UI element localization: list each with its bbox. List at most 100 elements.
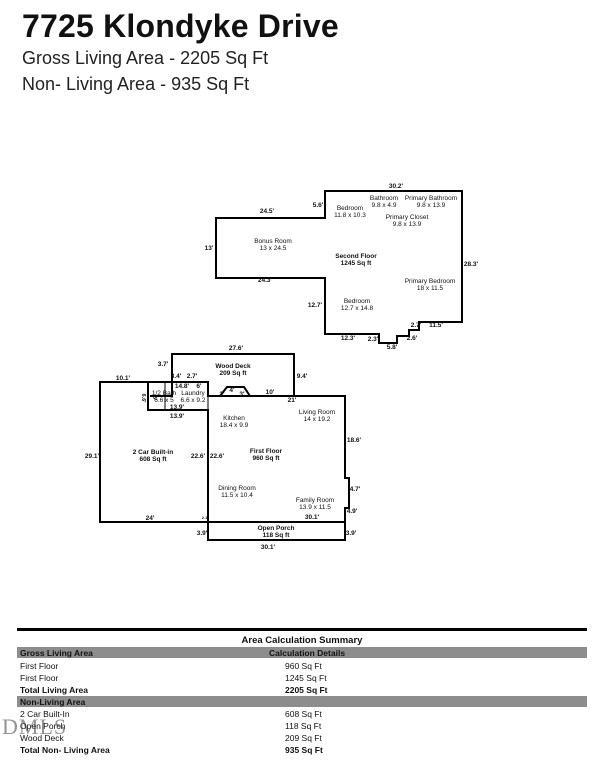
dim-label: 21': [288, 397, 297, 404]
room-bedroom-name: Bedroom: [337, 205, 363, 212]
dim-label: 4': [229, 387, 235, 394]
porch-area: 118 Sq ft: [263, 532, 291, 539]
wood-deck-area: 209 Sq ft: [219, 370, 247, 377]
dim-label: 2.1': [202, 515, 209, 520]
total-label: Total Living Area: [20, 685, 89, 695]
dim-label: 22.6': [210, 453, 225, 460]
dim-label: 24.5': [260, 208, 275, 215]
row-value: 209 Sq Ft: [285, 733, 322, 743]
first-floor-area: 960 Sq ft: [252, 455, 280, 462]
row-label: First Floor: [20, 661, 59, 671]
nla-header-row: Non-Living Area: [17, 696, 587, 707]
dim-label: 29.1': [85, 453, 100, 460]
first-floor-title: First Floor: [250, 448, 283, 455]
row-label: 2 Car Built-In: [20, 709, 70, 719]
room-primary-closet-name: Primary Closet: [386, 214, 429, 221]
watermark-logo: DMLS: [2, 714, 68, 739]
room-primary-bedroom-dims: 18 x 11.5: [417, 285, 444, 292]
nla-header: Non-Living Area: [20, 697, 86, 707]
room-kitchen-name: Kitchen: [223, 415, 245, 422]
dim-label: 24': [146, 515, 155, 522]
second-floor-title: Second Floor: [335, 253, 377, 260]
dim-label: 12.7': [308, 302, 323, 309]
porch-title: Open Porch: [258, 525, 295, 532]
table-row: Total Living Area 2205 Sq Ft: [17, 684, 587, 696]
room-bedroom2-name: Bedroom: [344, 298, 370, 305]
row-value: 1245 Sq Ft: [285, 673, 327, 683]
second-floor-outline: [215, 190, 463, 344]
dim-label: 6': [196, 383, 202, 390]
dim-label: 13': [205, 245, 214, 252]
row-value: 960 Sq Ft: [285, 661, 322, 671]
dim-label: 2.7': [187, 373, 198, 380]
dim-label: 30.2': [389, 183, 404, 190]
room-half-bath-dims: 6.6 x 5: [154, 397, 174, 404]
dim-label: 28.3': [464, 261, 479, 268]
table-row: First Floor 1245 Sq Ft: [17, 672, 587, 684]
row-value: 118 Sq Ft: [285, 721, 322, 731]
table-row: Open Porch 118 Sq Ft: [17, 720, 587, 732]
area-summary-table: Area Calculation Summary Gross Living Ar…: [17, 628, 587, 756]
dim-label: 30.1': [305, 514, 320, 521]
dim-label: 14.8': [175, 383, 190, 390]
dim-label: 12.3': [341, 335, 356, 342]
room-primary-closet-dims: 9.8 x 13.9: [393, 221, 422, 228]
dim-label: 13.9': [170, 404, 185, 411]
room-bedroom-dims: 11.8 x 10.3: [334, 212, 366, 219]
room-bonus-dims: 13 x 24.5: [260, 245, 287, 252]
room-bedroom2-dims: 12.7 x 14.8: [341, 305, 374, 312]
second-floor-area: 1245 Sq ft: [341, 260, 373, 267]
dim-label: 24.3': [258, 277, 273, 284]
wood-deck-title: Wood Deck: [215, 363, 251, 370]
room-primary-bedroom-name: Primary Bedroom: [405, 278, 456, 285]
floor-plan: Bathroom 9.8 x 4.9 Primary Bathroom 9.8 …: [85, 183, 479, 551]
table-row: Wood Deck 209 Sq Ft: [17, 732, 587, 744]
dim-label: 2.6': [407, 335, 418, 342]
room-primary-bathroom-name: Primary Bathroom: [405, 195, 457, 202]
row-label: Wood Deck: [20, 733, 64, 743]
total-label: Total Non- Living Area: [20, 745, 110, 755]
room-family-dims: 13.9 x 11.5: [299, 504, 331, 511]
dim-label: 3': [239, 391, 245, 398]
room-living-dims: 14 x 19.2: [304, 416, 331, 423]
open-porch-outline: [207, 521, 346, 541]
row-label: Open Porch: [20, 721, 66, 731]
dim-label: 9.4': [297, 373, 308, 380]
dim-label: 18.6': [347, 437, 362, 444]
total-value: 935 Sq Ft: [285, 745, 323, 755]
dim-label: 11.5': [429, 322, 443, 329]
table-row: Total Non- Living Area 935 Sq Ft: [17, 744, 587, 756]
room-bonus-name: Bonus Room: [254, 238, 292, 245]
room-dining-name: Dining Room: [218, 485, 256, 492]
dim-label: 6.6': [140, 394, 146, 404]
gla-header: Gross Living Area: [20, 648, 93, 658]
gla-header-row: Gross Living Area Calculation Details: [17, 647, 587, 658]
dim-label: 30.1': [261, 544, 276, 551]
room-laundry-name: Laundry: [181, 390, 205, 397]
dim-label: 3.7': [158, 361, 169, 368]
dim-label: 5.6': [313, 202, 324, 209]
gross-living-area: Gross Living Area - 2205 Sq Ft: [22, 48, 269, 68]
dim-label: 10': [266, 389, 275, 396]
room-dining-dims: 11.5 x 10.4: [221, 492, 253, 499]
table-row: First Floor 960 Sq Ft: [17, 660, 587, 672]
table-row: 2 Car Built-In 608 Sq Ft: [17, 708, 587, 720]
garage-area: 608 Sq ft: [139, 456, 167, 463]
dim-label: 5': [151, 396, 157, 401]
dim-label: 4.9': [347, 508, 358, 515]
property-address: 7725 Klondyke Drive: [22, 8, 339, 44]
row-label: First Floor: [20, 673, 59, 683]
dim-label: 2.7': [411, 322, 422, 329]
dim-label: 2.3': [368, 336, 379, 343]
dim-label: 27.6': [229, 345, 244, 352]
dim-label: 13.9': [170, 413, 185, 420]
room-kitchen-dims: 18.4 x 9.9: [220, 422, 249, 429]
total-value: 2205 Sq Ft: [285, 685, 328, 695]
room-bathroom-name: Bathroom: [370, 195, 398, 202]
garage-title: 2 Car Built-in: [133, 449, 173, 456]
summary-title: Area Calculation Summary: [241, 635, 363, 646]
row-value: 608 Sq Ft: [285, 709, 322, 719]
dim-label: 3.4': [171, 373, 182, 380]
dim-label: 3.9': [346, 530, 357, 537]
room-family-name: Family Room: [296, 497, 334, 504]
